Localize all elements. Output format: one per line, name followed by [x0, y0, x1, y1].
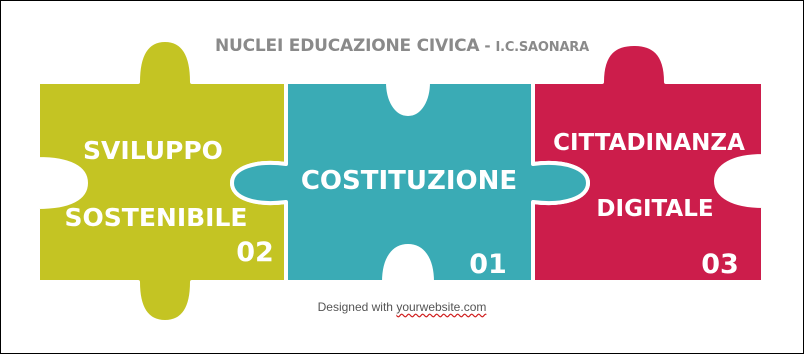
number-01: 01 [469, 249, 507, 280]
label-costituzione: COSTITUZIONE [300, 166, 518, 196]
title-main: NUCLEI EDUCAZIONE CIVICA [215, 36, 480, 56]
diagram-title: NUCLEI EDUCAZIONE CIVICA - I.C.SAONARA [0, 36, 804, 56]
title-school: I.C.SAONARA [495, 40, 589, 55]
label-sviluppo: SVILUPPO [83, 136, 223, 165]
footer-prefix: Designed with [317, 300, 397, 314]
label-digitale: DIGITALE [596, 196, 714, 222]
label-cittadinanza: CITTADINANZA [553, 130, 745, 156]
number-02: 02 [236, 237, 274, 268]
footer-link[interactable]: yourwebsite.com [396, 300, 487, 314]
puzzle-piece-costituzione [230, 80, 590, 284]
number-03: 03 [701, 249, 739, 280]
footer-credit: Designed with yourwebsite.com [0, 300, 804, 314]
title-separator: - [479, 37, 496, 55]
label-sostenibile: SOSTENIBILE [64, 203, 248, 232]
